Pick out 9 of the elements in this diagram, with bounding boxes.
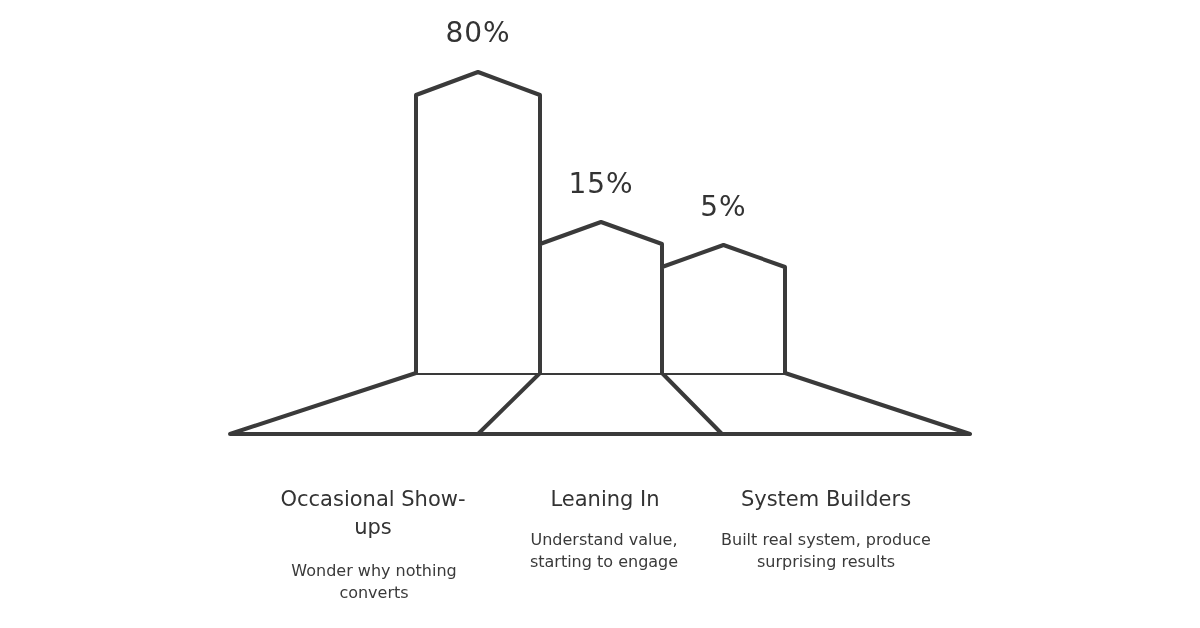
group-title: Leaning In xyxy=(549,486,661,513)
group-description: Built real system, produce surprising results xyxy=(721,529,931,573)
group-description: Understand value, starting to engage xyxy=(528,529,680,573)
percentage-label: 5% xyxy=(699,190,748,224)
group-title: System Builders xyxy=(739,486,913,513)
group-description: Wonder why nothing converts xyxy=(290,560,458,604)
percentage-label: 15% xyxy=(567,167,635,201)
group-title: Occasional Show-ups xyxy=(279,486,467,541)
percentage-label: 80% xyxy=(444,16,512,50)
